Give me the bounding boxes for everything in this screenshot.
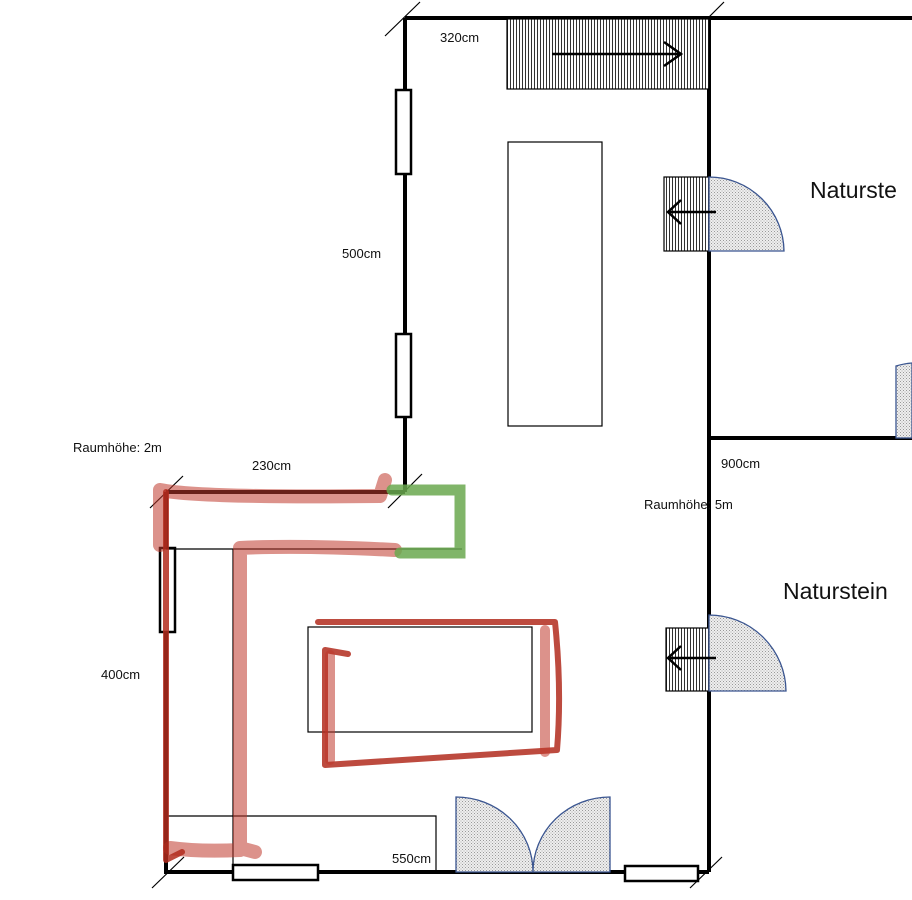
label-550cm: 550cm <box>392 851 431 866</box>
window-upper-1 <box>394 88 413 176</box>
door-upper-right <box>663 176 785 252</box>
door-lower-right <box>665 614 787 692</box>
window-upper-2 <box>394 332 413 419</box>
label-900cm: 900cm <box>721 456 760 471</box>
door-right-edge <box>895 362 912 439</box>
arrow-left-icon <box>666 199 716 225</box>
label-500cm: 500cm <box>342 246 381 261</box>
label-320cm: 320cm <box>440 30 479 45</box>
green-highlight <box>386 484 466 559</box>
labels: 320cm 500cm Raumhöhe: 2m 230cm 400cm 550… <box>73 30 897 866</box>
double-door-bottom <box>455 796 611 873</box>
label-230cm: 230cm <box>252 458 291 473</box>
stair-top <box>506 18 710 90</box>
window-bottom-2 <box>623 864 700 883</box>
table-upper <box>507 141 603 427</box>
table-center <box>307 626 533 733</box>
walls <box>149 1 912 889</box>
room-label-upper-right: Naturste <box>810 177 897 203</box>
room-label-lower-right: Naturstein <box>783 578 888 604</box>
windows <box>158 88 700 883</box>
arrow-right-icon <box>552 40 684 68</box>
red-highlight <box>153 473 563 863</box>
label-raumhoehe-2m: Raumhöhe: 2m <box>73 440 162 455</box>
arrow-left-icon <box>666 645 716 671</box>
window-bottom-1 <box>231 863 320 882</box>
label-400cm: 400cm <box>101 667 140 682</box>
label-raumhoehe-5m: Raumhöhe: 5m <box>644 497 733 512</box>
